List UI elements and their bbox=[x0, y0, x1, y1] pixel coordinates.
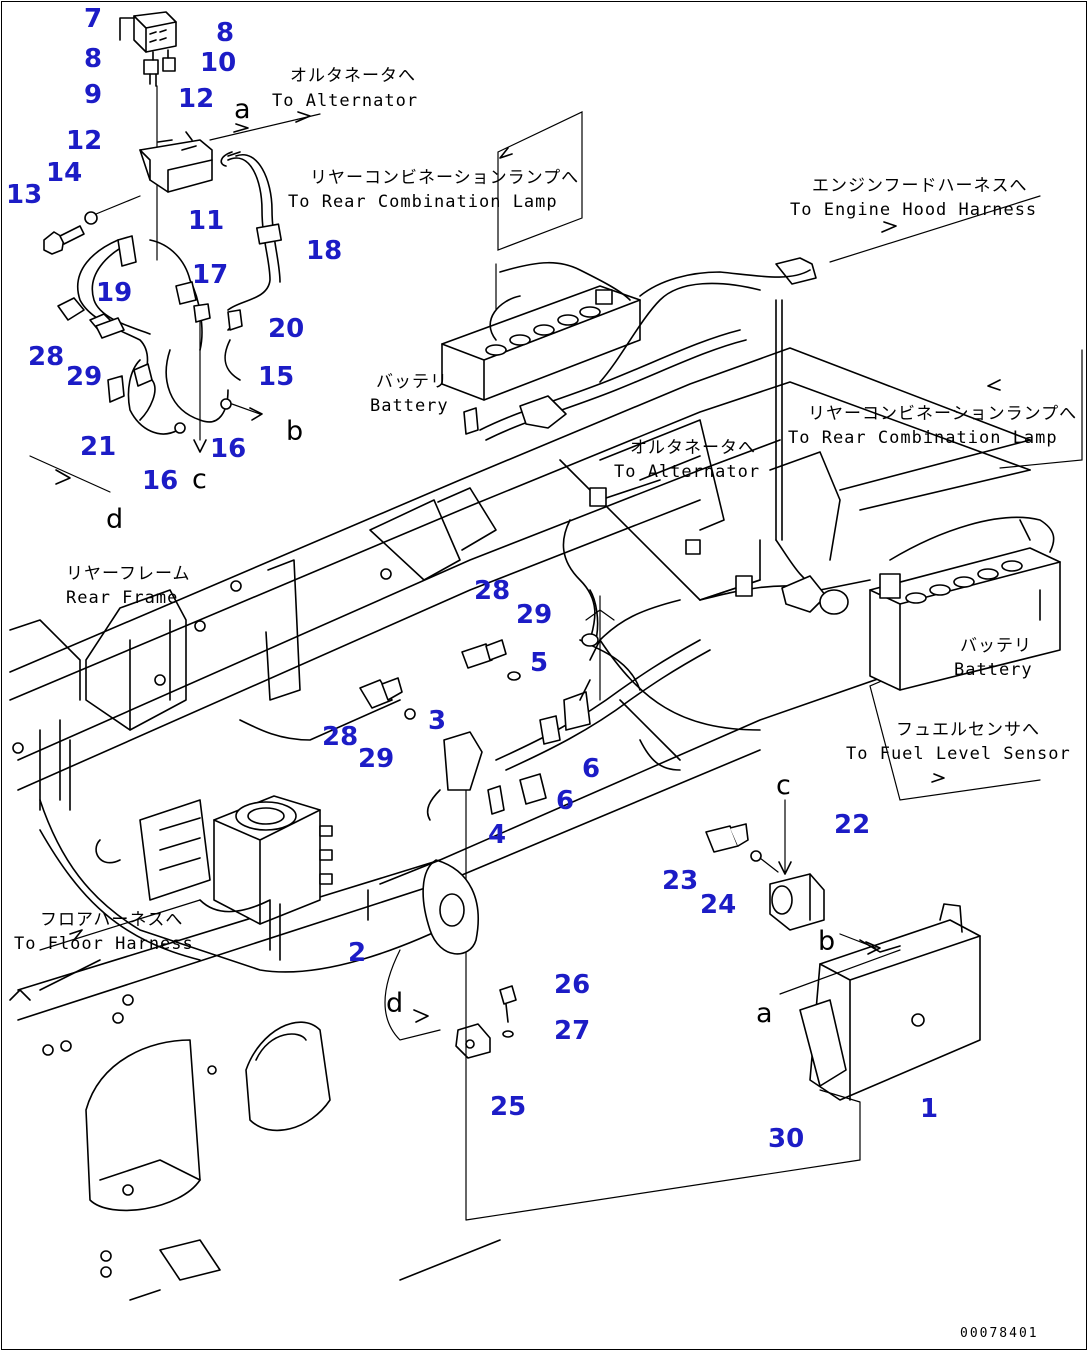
floor-harness-area bbox=[39, 795, 441, 961]
part-number-30: 30 bbox=[768, 1124, 805, 1154]
part-number-12: 12 bbox=[178, 84, 215, 114]
label-rear-combination-top: To Rear Combination Lamp bbox=[288, 192, 558, 212]
main-harness bbox=[463, 257, 871, 771]
part-number-11: 11 bbox=[188, 206, 225, 236]
part-number-4: 4 bbox=[488, 820, 507, 850]
part-number-22: 22 bbox=[834, 810, 871, 840]
part-number-14: 14 bbox=[46, 158, 83, 188]
letter-d-top: d bbox=[106, 504, 124, 535]
part-number-24: 24 bbox=[700, 890, 737, 920]
part-number-28: 28 bbox=[474, 576, 511, 606]
part-number-3: 3 bbox=[428, 706, 447, 736]
label-floor-harness: To Floor Harness bbox=[14, 934, 194, 954]
label-battery-right-jp: バッテリ bbox=[960, 636, 1032, 656]
letter-c-top: c bbox=[192, 464, 207, 495]
part-number-12: 12 bbox=[66, 126, 103, 156]
part-number-6: 6 bbox=[582, 754, 601, 784]
part-number-23: 23 bbox=[662, 866, 699, 896]
label-engine-hood-harness: To Engine Hood Harness bbox=[790, 200, 1038, 220]
letter-a-top: a bbox=[234, 94, 251, 125]
part-number-1: 1 bbox=[920, 1094, 939, 1124]
part-number-26: 26 bbox=[554, 970, 591, 1000]
part-number-7: 7 bbox=[84, 4, 103, 34]
letter-c-mid: c bbox=[776, 770, 791, 801]
label-battery-right: Battery bbox=[954, 660, 1033, 680]
label-rear-combination-right-jp: リヤーコンビネーションランプへ bbox=[808, 404, 1078, 424]
label-engine-hood-harness-jp: エンジンフードハーネスへ bbox=[812, 176, 1028, 196]
part-number-18: 18 bbox=[306, 236, 343, 266]
letter-d-mid: d bbox=[386, 988, 404, 1019]
label-battery-left: Battery bbox=[370, 396, 449, 416]
bracket-22 bbox=[705, 799, 825, 931]
part-number-15: 15 bbox=[258, 362, 295, 392]
letter-b-mid: b bbox=[818, 926, 836, 957]
label-rear-combination-top-jp: リヤーコンビネーションランプへ bbox=[310, 168, 580, 188]
part-number-29: 29 bbox=[66, 362, 103, 392]
part-number-17: 17 bbox=[192, 260, 229, 290]
part-number-20: 20 bbox=[268, 314, 305, 344]
part-number-16: 16 bbox=[142, 466, 179, 496]
part-number-8: 8 bbox=[216, 18, 235, 48]
label-battery-left-jp: バッテリ bbox=[376, 372, 448, 392]
part-number-29: 29 bbox=[516, 600, 553, 630]
label-to-alternator-top-jp: オルタネータへ bbox=[290, 66, 416, 86]
part-number-27: 27 bbox=[554, 1016, 591, 1046]
part-number-28: 28 bbox=[322, 722, 359, 752]
bolt-13 bbox=[43, 195, 141, 255]
part-number-25: 25 bbox=[490, 1092, 527, 1122]
part-number-21: 21 bbox=[80, 432, 117, 462]
label-to-alternator-mid: To Alternator bbox=[614, 462, 761, 482]
label-to-alternator-mid-jp: オルタネータへ bbox=[630, 438, 756, 458]
part-number-29: 29 bbox=[358, 744, 395, 774]
part-number-8: 8 bbox=[84, 44, 103, 74]
part-number-28: 28 bbox=[28, 342, 65, 372]
label-to-alternator-top: To Alternator bbox=[272, 91, 419, 111]
battery-left bbox=[441, 261, 641, 401]
clamp-25 bbox=[384, 779, 861, 1221]
part-number-9: 9 bbox=[84, 80, 103, 110]
relay-assembly bbox=[119, 11, 177, 87]
clamps-center bbox=[359, 589, 601, 821]
label-fuel-level-sensor: To Fuel Level Sensor bbox=[846, 744, 1071, 764]
part-number-5: 5 bbox=[530, 648, 549, 678]
floor-panels bbox=[39, 959, 501, 1301]
letter-a-mid: a bbox=[756, 998, 773, 1029]
bracket-11 bbox=[139, 131, 213, 193]
label-floor-harness-jp: フロアハーネスへ bbox=[40, 910, 184, 930]
part-number-19: 19 bbox=[96, 278, 133, 308]
label-rear-combination-right: To Rear Combination Lamp bbox=[788, 428, 1058, 448]
part-number-10: 10 bbox=[200, 48, 237, 78]
part-number-16: 16 bbox=[210, 434, 247, 464]
drawing-code: 00078401 bbox=[960, 1326, 1039, 1341]
battery-right bbox=[869, 516, 1061, 691]
label-rear-frame-jp: リヤーフレーム bbox=[66, 564, 191, 584]
part-number-2: 2 bbox=[348, 938, 367, 968]
label-rear-frame: Rear Frame bbox=[66, 588, 179, 608]
label-fuel-level-sensor-jp: フュエルセンサへ bbox=[896, 720, 1040, 740]
part-number-13: 13 bbox=[6, 180, 43, 210]
letter-b-top: b bbox=[286, 416, 304, 447]
part-number-6: 6 bbox=[556, 786, 575, 816]
